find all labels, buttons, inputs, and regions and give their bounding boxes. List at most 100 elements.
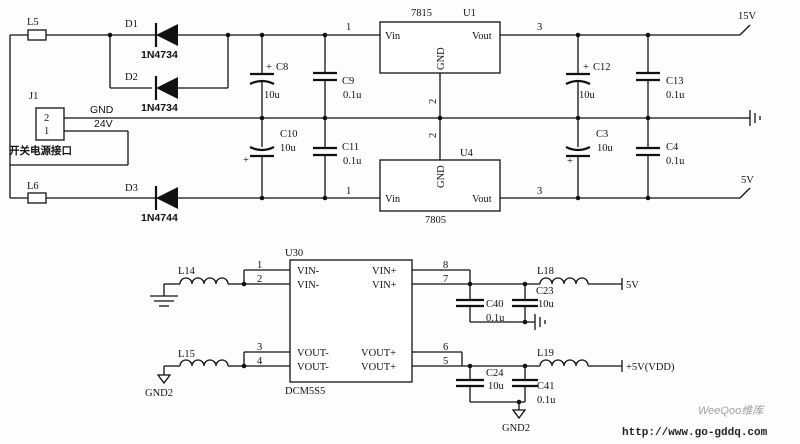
net-5v-bottom-label: 5V xyxy=(626,280,639,291)
u30-pin1-num: 1 xyxy=(257,260,262,271)
u4-pin-in: 1 xyxy=(346,186,351,197)
connector-j1: J1 2 1 开关电源接口 GND 24V xyxy=(9,91,114,157)
u4-pin-gnd: 2 xyxy=(428,133,439,138)
u4-vin: Vin xyxy=(385,194,401,205)
u30-pin8-num: 8 xyxy=(443,260,448,271)
inductor-l19: L19 xyxy=(537,348,589,367)
inductor-l14: L14 xyxy=(178,266,229,285)
j1-pin-1: 1 xyxy=(44,126,49,137)
watermark-url: http://www.go-gddq.com xyxy=(622,427,768,439)
u30-pin4-name: VOUT- xyxy=(297,362,329,373)
c3-plus: + xyxy=(567,156,573,167)
u30-ref: U30 xyxy=(285,248,303,259)
c13-ref: C13 xyxy=(666,76,684,87)
bottom-junctions xyxy=(241,281,528,405)
u30-pin6-name: VOUT+ xyxy=(361,348,396,359)
c24-ref: C24 xyxy=(486,368,504,379)
u4-ref: U4 xyxy=(460,148,474,159)
top-junctions xyxy=(107,32,651,201)
c4-ref: C4 xyxy=(666,142,679,153)
u4-part: 7805 xyxy=(425,215,446,226)
c11-value: 0.1u xyxy=(343,156,362,167)
c3-value: 10u xyxy=(597,143,614,154)
l18-label: L18 xyxy=(537,266,554,277)
u30-pin2-name: VIN- xyxy=(297,280,320,291)
c12-ref: C12 xyxy=(593,62,611,73)
u4-pin-out: 3 xyxy=(537,186,542,197)
regulator-u1: 7815 U1 Vin Vout GND 1 3 2 xyxy=(346,8,542,104)
c8-ref: C8 xyxy=(276,62,288,73)
l15-label: L15 xyxy=(178,349,195,360)
c10-ref: C10 xyxy=(280,129,298,140)
inductor-l15: L15 xyxy=(178,349,229,367)
u30-pin5-name: VOUT+ xyxy=(361,362,396,373)
u4-gnd: GND xyxy=(436,165,447,188)
c12-plus: + xyxy=(583,62,589,73)
watermark: WeeQoo维库 http://www.go-gddq.com xyxy=(622,404,768,439)
c23-ref: C23 xyxy=(536,286,554,297)
gnd-net-label: GND xyxy=(90,104,114,116)
u1-part: 7815 xyxy=(411,8,432,19)
diode-d2: D2 1N4734 xyxy=(125,72,178,114)
u1-pin-out: 3 xyxy=(537,22,542,33)
c40-value: 0.1u xyxy=(486,313,505,324)
c41-value: 0.1u xyxy=(537,395,556,406)
d2-part: 1N4734 xyxy=(141,102,178,114)
u30-pin1-name: VIN- xyxy=(297,266,320,277)
c9-value: 0.1u xyxy=(343,90,362,101)
gnd2-bottom-label: GND2 xyxy=(502,423,530,434)
c41-ref: C41 xyxy=(537,381,555,392)
c24-value: 10u xyxy=(488,381,505,392)
d3-ref: D3 xyxy=(125,183,138,194)
net-15v-label: 15V xyxy=(738,11,757,22)
top-capacitor-labels: + C8 10u C9 0.1u C10 10u + C11 0.1u + C1… xyxy=(243,62,685,167)
net-vdd-label: +5V(VDD) xyxy=(626,362,675,373)
c4-value: 0.1u xyxy=(666,156,685,167)
u4-vout: Vout xyxy=(472,194,492,205)
u30-pin5-num: 5 xyxy=(443,356,448,367)
c3-ref: C3 xyxy=(596,129,608,140)
c40-ref: C40 xyxy=(486,299,504,310)
c23-value: 10u xyxy=(538,299,555,310)
inductor-l18: L18 xyxy=(537,266,589,285)
u1-pin-gnd: 2 xyxy=(428,99,439,104)
u1-vout: Vout xyxy=(472,31,492,42)
bottom-capacitor-labels: C23 10u C40 0.1u C24 10u C41 0.1u xyxy=(486,286,556,406)
c10-plus: + xyxy=(243,155,249,166)
power-interface-label: 开关电源接口 xyxy=(9,144,72,157)
c12-value: 10u xyxy=(579,90,596,101)
inductor-l6: L6 xyxy=(27,181,47,204)
d2-ref: D2 xyxy=(125,72,138,83)
u1-vin: Vin xyxy=(385,31,401,42)
u30-pin2-num: 2 xyxy=(257,274,262,285)
c13-value: 0.1u xyxy=(666,90,685,101)
diode-d1: D1 1N4734 xyxy=(125,19,178,61)
u30-pin7-num: 7 xyxy=(443,274,448,285)
bottom-wires xyxy=(150,269,623,420)
v24-net-label: 24V xyxy=(94,118,113,130)
net-5v-label: 5V xyxy=(741,175,754,186)
u1-gnd: GND xyxy=(436,47,447,70)
u30-pin6-num: 6 xyxy=(443,342,448,353)
watermark-logo-text: WeeQoo维库 xyxy=(698,404,765,417)
u30-pin3-name: VOUT- xyxy=(297,348,329,359)
j1-ref: J1 xyxy=(29,91,38,102)
regulator-u4: U4 7805 Vin Vout GND 1 3 2 xyxy=(346,133,542,226)
l5-label: L5 xyxy=(27,17,39,28)
module-u30: U30 DCM5S5 VIN- VIN- VOUT- VOUT- VIN+ VI… xyxy=(257,248,448,397)
l19-label: L19 xyxy=(537,348,554,359)
l6-label: L6 xyxy=(27,181,39,192)
c8-plus: + xyxy=(266,62,272,73)
d1-ref: D1 xyxy=(125,19,138,30)
d1-part: 1N4734 xyxy=(141,49,178,61)
u1-ref: U1 xyxy=(463,8,476,19)
c10-value: 10u xyxy=(280,143,297,154)
u30-pin8-name: VIN+ xyxy=(372,266,397,277)
u30-part: DCM5S5 xyxy=(285,386,325,397)
u30-pin7-name: VIN+ xyxy=(372,280,397,291)
d3-part: 1N4744 xyxy=(141,212,178,224)
u1-pin-in: 1 xyxy=(346,22,351,33)
gnd2-left-label: GND2 xyxy=(145,388,173,399)
